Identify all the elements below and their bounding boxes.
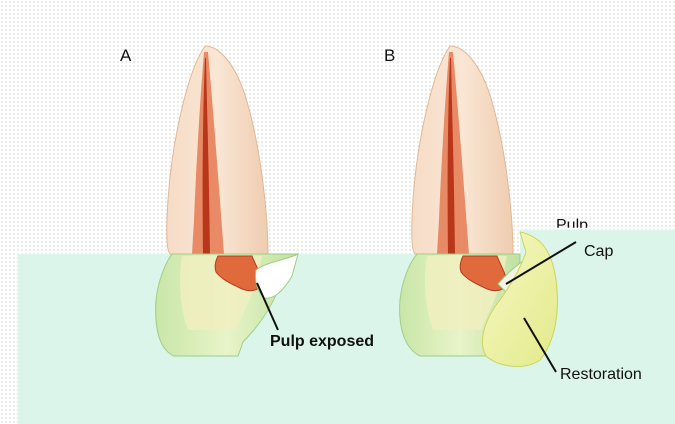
tooth-a (156, 46, 298, 356)
tooth-b (400, 46, 576, 372)
pulp-cap-label-line2: Cap (584, 243, 613, 261)
restoration-label: Restoration (560, 366, 642, 384)
pulp-exposed-label: Pulp exposed (270, 333, 374, 351)
panel-label-b: B (384, 46, 395, 66)
panel-label-a: A (120, 46, 131, 66)
